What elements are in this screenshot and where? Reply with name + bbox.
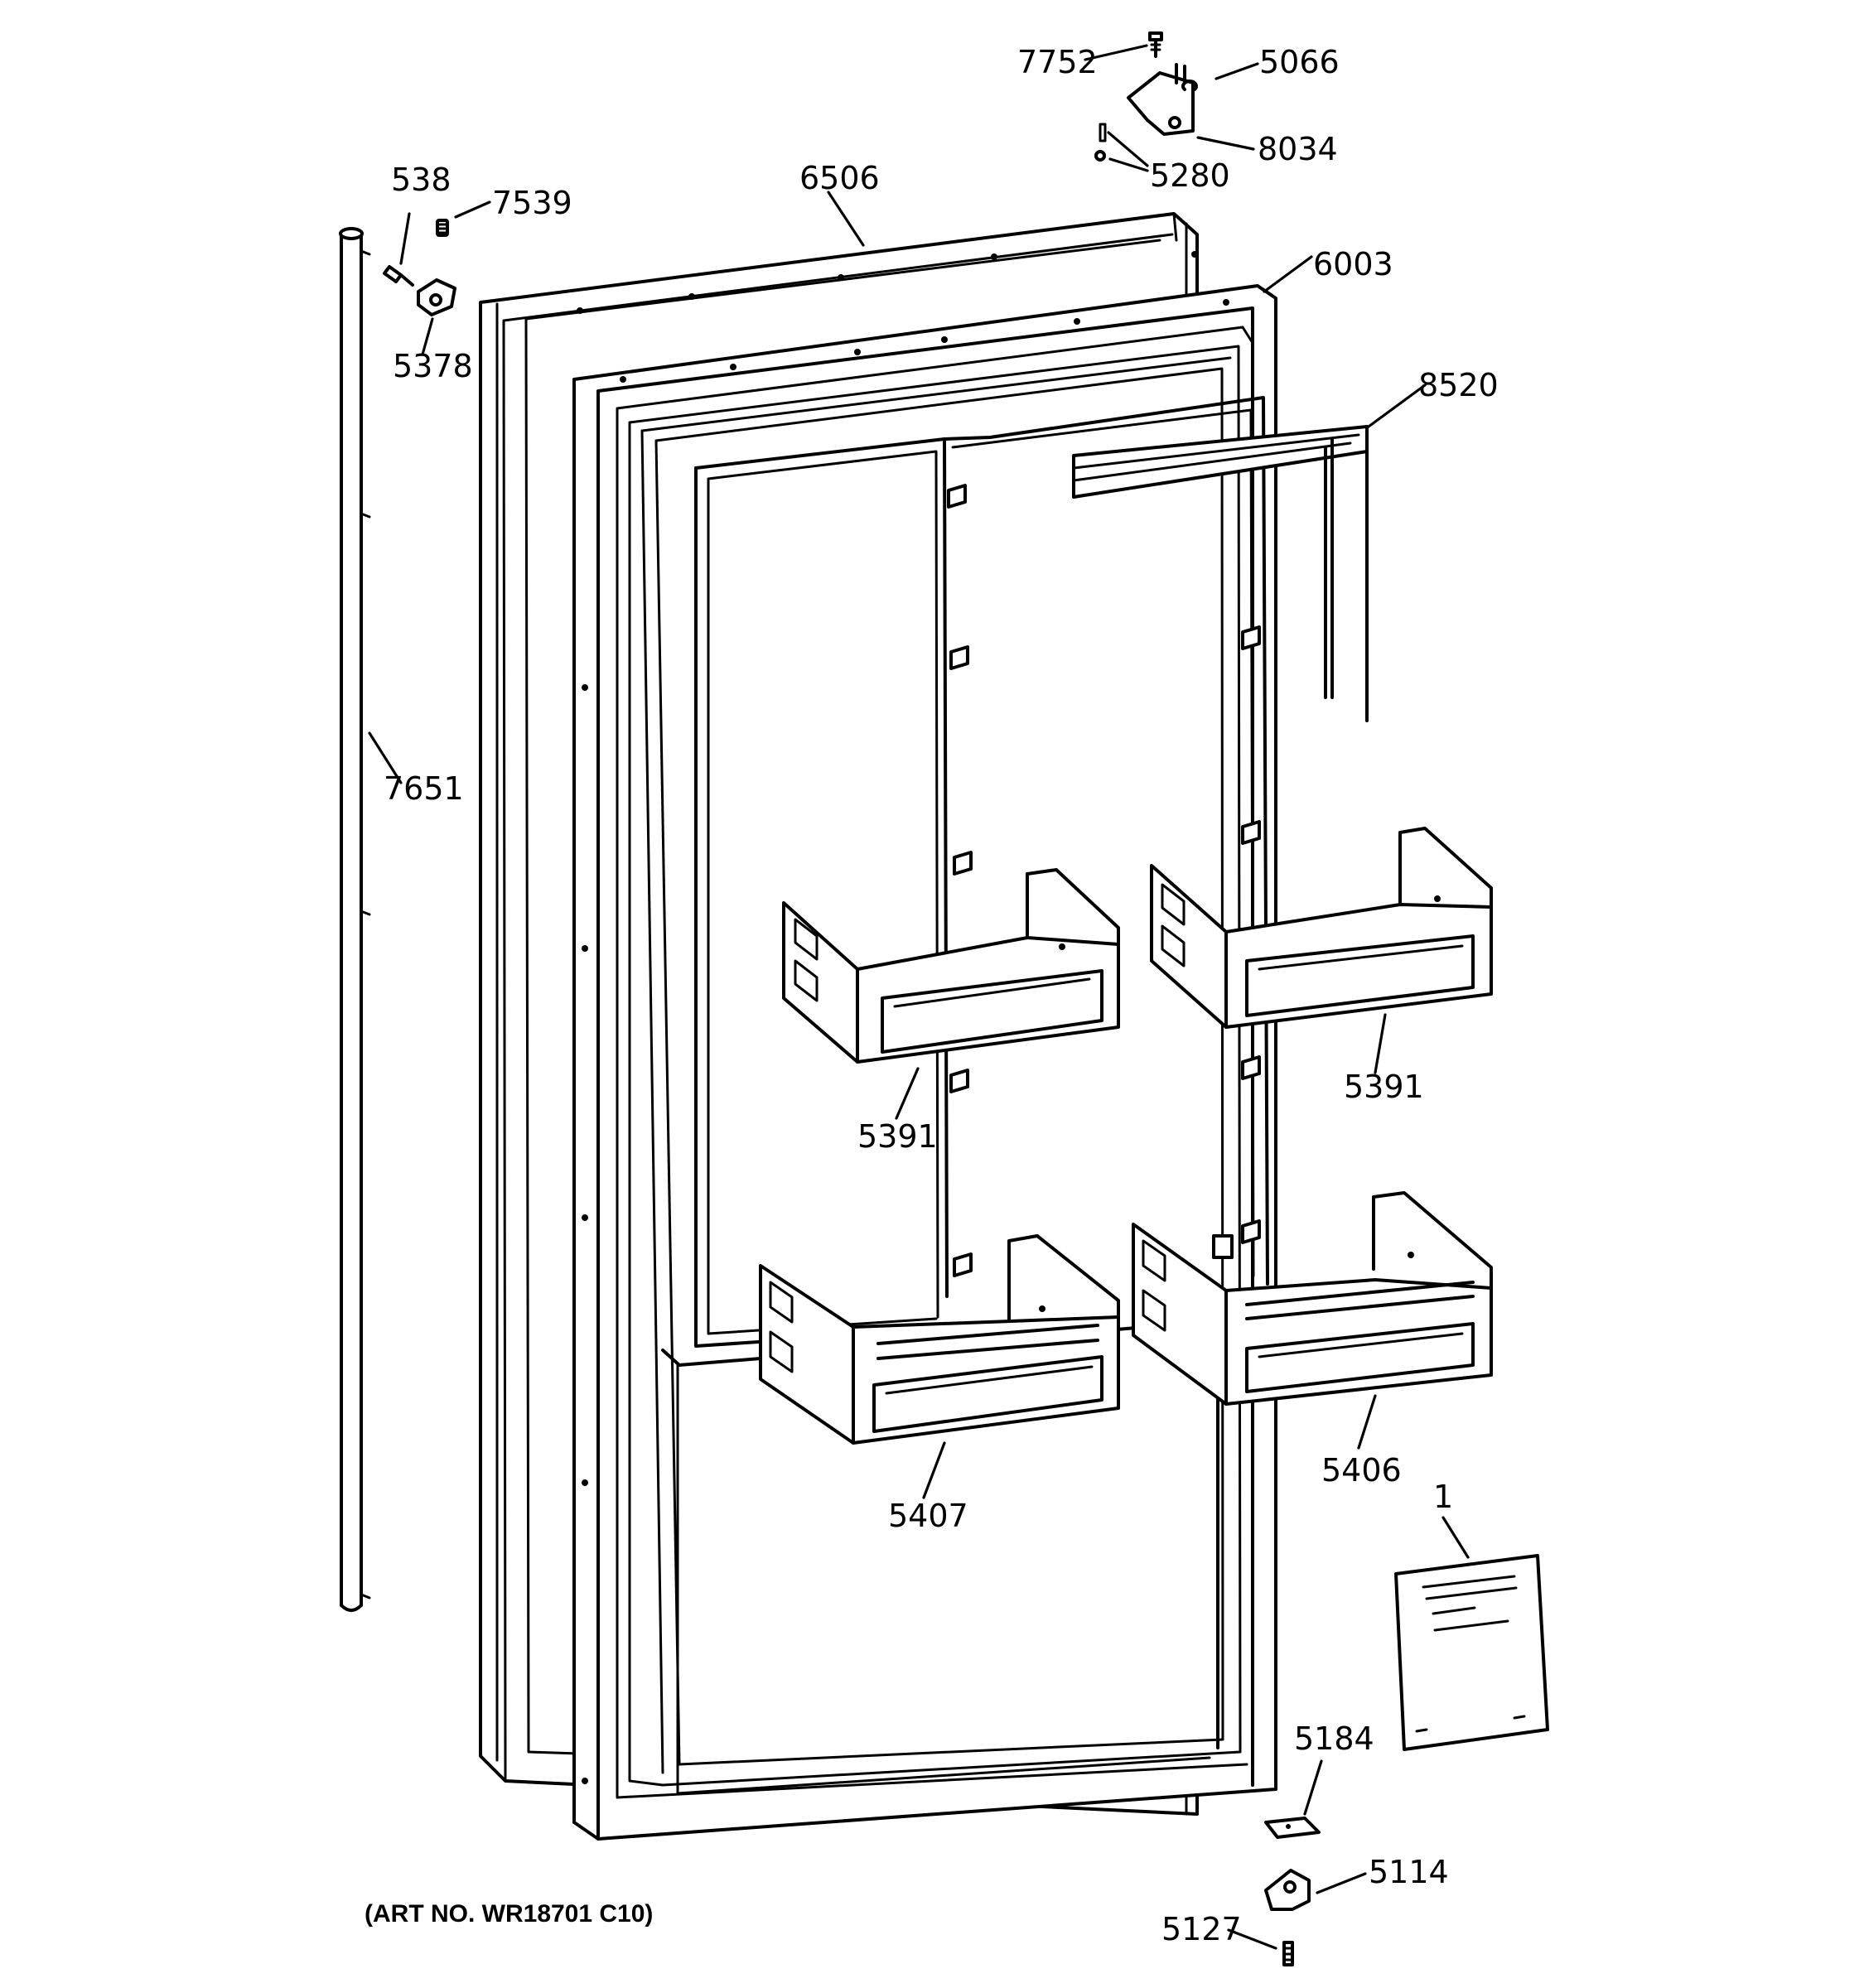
callout-5280: 5280 (1150, 157, 1230, 194)
bracket-5184-part (1264, 1817, 1321, 1839)
screw-5127-part (1282, 1941, 1294, 1966)
callout-5391-left: 5391 (857, 1118, 938, 1155)
callout-7752: 7752 (1017, 44, 1098, 80)
door-bin-5407-part (759, 1234, 1120, 1445)
callout-5066: 5066 (1259, 44, 1340, 80)
washer-5066-part (1181, 80, 1198, 91)
art-number-label: (ART NO. WR18701 C10) (365, 1900, 653, 1928)
callout-5391-right: 5391 (1344, 1069, 1424, 1105)
callout-labels: 7752 5066 8034 5280 538 7539 6506 6003 8… (384, 44, 1499, 1947)
callout-8034: 8034 (1258, 131, 1338, 167)
callout-5378: 5378 (393, 348, 473, 384)
manual-booklet-part (1394, 1554, 1549, 1751)
trim-8520-part (1072, 425, 1369, 722)
pins-5280-part (1094, 123, 1107, 162)
door-bin-5391-right-part (1150, 827, 1493, 1029)
callout-8520: 8520 (1418, 367, 1499, 403)
hinge-5114-part (1264, 1869, 1311, 1911)
callout-6506: 6506 (799, 160, 880, 196)
screw-7752-part (1148, 31, 1163, 58)
hinge-8034-part (1127, 63, 1195, 136)
plug-7539-part (436, 219, 449, 237)
callout-538: 538 (391, 162, 452, 198)
callout-5407: 5407 (888, 1498, 968, 1534)
callout-5184: 5184 (1294, 1720, 1374, 1757)
bracket-5378-part (417, 278, 456, 316)
callout-5114: 5114 (1369, 1854, 1449, 1890)
callout-5406: 5406 (1321, 1452, 1402, 1489)
handle-rod-part (339, 227, 371, 1612)
callout-7539: 7539 (492, 185, 572, 221)
screw-538-part (383, 265, 414, 287)
callout-1: 1 (1433, 1479, 1453, 1515)
door-bin-5391-left-part (782, 868, 1120, 1064)
callout-5127: 5127 (1161, 1911, 1242, 1947)
callout-6003: 6003 (1313, 246, 1393, 282)
door-gasket-inner-part (661, 396, 1269, 1795)
leader-lines (368, 44, 1470, 1950)
door-liner-6003-part (572, 284, 1277, 1841)
callout-7651: 7651 (384, 770, 464, 807)
door-bin-5406-part (1132, 1191, 1493, 1406)
